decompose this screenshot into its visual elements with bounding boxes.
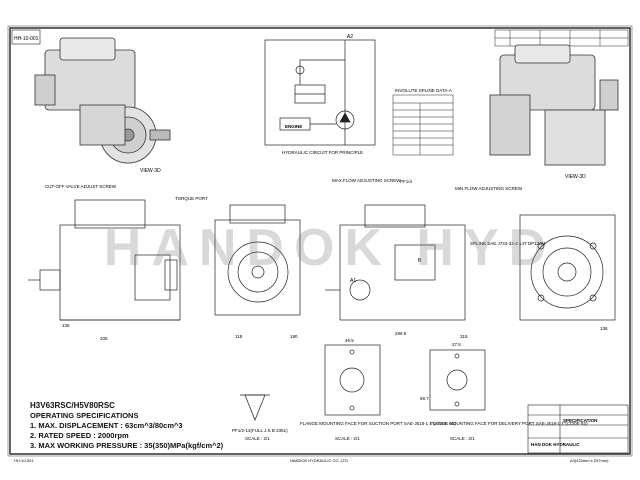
minflow-label: MIN.FLOW ADJUSTING SCREW [455,186,523,191]
involute-spline-table [392,94,454,156]
pf-detail [240,394,270,421]
dim-205: 205 [100,336,108,341]
side-view-left [28,199,181,321]
dim-180: 180 [290,334,298,339]
dim-69: 69.7 [420,396,429,401]
title-block [527,404,629,454]
dim-136: 136 [600,326,608,331]
port-b-label: B [418,258,422,264]
footer-left: HH-10-001 [14,458,34,463]
view-3d-right-label: VIEW-3D [565,174,586,180]
ref-text: HH-10-001 [14,36,39,42]
spec-line-2: 2. RATED SPEED : 2000rpm [30,431,129,440]
front-view [214,204,301,316]
ref-box [11,29,41,45]
revision-table [494,29,629,47]
involute-title: INVOLUTE SPLINE DATA-A [395,88,452,93]
end-view-right [519,214,616,321]
drawing-border [9,27,631,455]
scale-1: SCALE : 2/1 [245,436,270,441]
footer-mid: HANDOK HYDRAULIC CO.,LTD [290,458,348,463]
delivery-flange-label: FLANGE MOUNTING FACE FOR DELIVERY PORT S… [430,421,588,426]
port-pf-label: PF1/4 [400,179,413,184]
maxflow-label: MAX.FLOW ADJUSTING SCREW [332,178,401,183]
watermark: HANDOK HYD [103,219,557,277]
model-label: H3V63RSC/H5V80RSC [30,401,115,410]
company-label: HAN DOK HYDRAULIC [531,442,580,447]
footer-right: A3(420mm x 297mm) [570,458,609,463]
spline-note: SPLINE SAE J744-32-4 14T DP12/24 [470,241,546,246]
dim-289: 289.5 [395,331,407,336]
dim-315: 315 [460,334,468,339]
suction-flange-view [324,344,381,416]
dim-49: 49.5 [345,338,354,343]
pf-label: PF1/2-14(FULL J.S B 2351) [232,428,288,433]
dim-27: 27.5 [452,342,461,347]
spec-line-3: 3. MAX WORKING PRESSURE : 35(350)MPa(kgf… [30,441,224,450]
port-a2-circuit: A2 [347,34,353,40]
dim-118: 118 [235,334,243,339]
scale-2: SCALE : 2/1 [335,436,360,441]
hydraulic-circuit [264,39,376,146]
pump-3d-left [34,37,171,164]
view-3d-left-label: VIEW-3D [140,168,161,174]
scale-3: SCALE : 2/1 [450,436,475,441]
port-a1-label: A1 [350,278,356,284]
engine-label: ENGINE [285,124,302,129]
dim-135: 135 [62,323,70,328]
drawing-border-outer [7,25,633,457]
spec-line-1: 1. MAX. DISPLACEMENT : 63cm^3/80cm^3 [30,421,183,430]
circuit-title: HYDRAULIC CIRCUIT FOR PRINCIPLE [282,150,363,155]
delivery-flange-view [429,349,486,411]
side-view-middle [325,204,466,321]
cutoff-valve-label: CUT-OFF VALVE ADJUST SCREW [45,184,117,189]
torque-port-label: TORQUE PORT [175,196,208,201]
doc-title: SPECIFICATION [563,418,597,423]
suction-flange-label: FLANGE MOUNTING FACE FOR SUCTION PORT SA… [300,421,456,426]
pump-3d-right [489,44,619,166]
spec-heading: OPERATING SPECIFICATIONS [30,411,139,420]
